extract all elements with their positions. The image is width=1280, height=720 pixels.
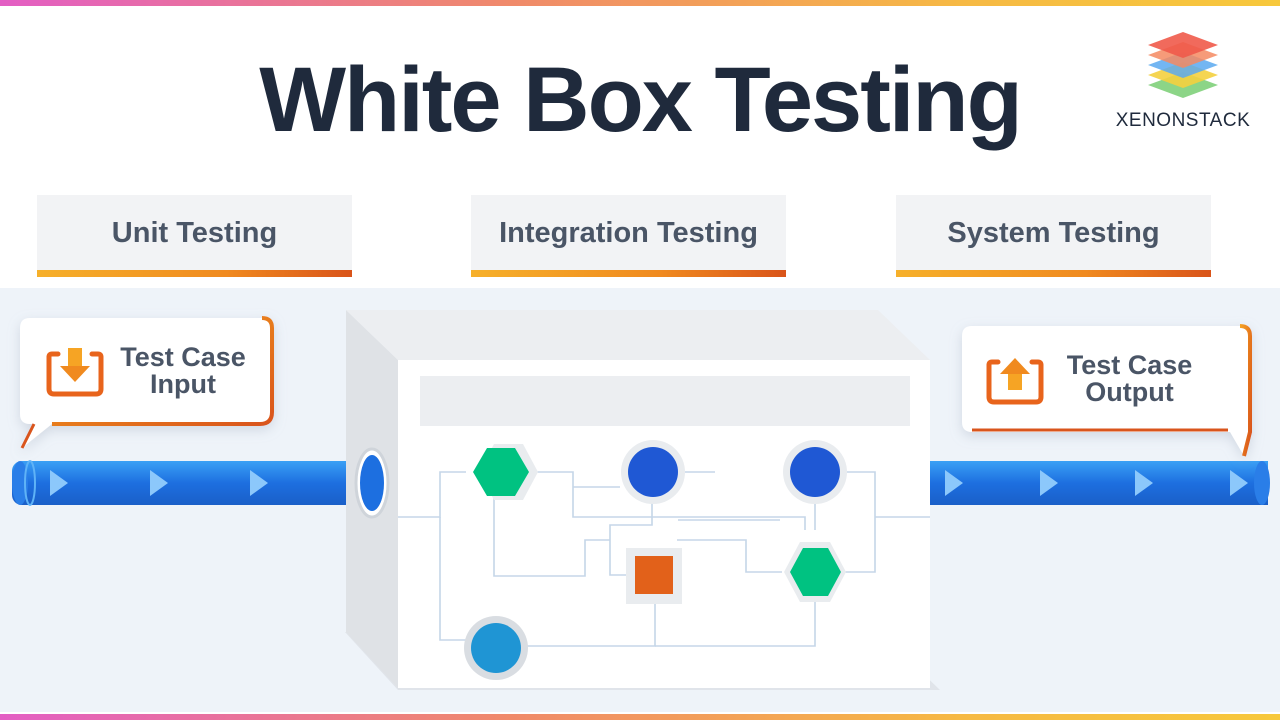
download-icon [46,348,104,397]
upload-icon [986,358,1044,405]
tab-system-testing[interactable]: System Testing [896,195,1211,277]
input-callout [20,316,274,449]
input-callout-line1: Test Case [120,342,246,372]
output-callout [962,324,1252,457]
tab-label: Unit Testing [111,217,278,249]
tab-integration-testing[interactable]: Integration Testing [471,195,786,277]
play-arrow-icon [1040,470,1058,496]
output-callout-line1: Test Case [1066,350,1193,380]
tab-unit-testing[interactable]: Unit Testing [37,195,352,277]
play-arrow-icon [250,470,268,496]
xenonstack-logo-icon [1148,32,1218,98]
play-arrow-icon [945,470,963,496]
play-arrow-icon [1135,470,1153,496]
node-circle-blue-2 [783,440,847,504]
page-title: White Box Testing [259,49,1023,151]
output-pipe [930,461,1270,505]
node-circle-blue-1 [621,440,685,504]
logo-text: XENONSTACK [1115,110,1251,131]
node-square-orange [626,548,682,604]
play-arrow-icon [1230,470,1248,496]
tab-underline [471,270,786,277]
tab-label: System Testing [947,217,1160,249]
play-arrow-icon [50,470,68,496]
node-hexagon-green-2 [784,542,846,602]
node-circle-light-blue [464,616,528,680]
top-gradient-bar [0,0,1280,6]
output-callout-line2: Output [1085,377,1174,407]
tab-underline [896,270,1211,277]
tab-underline [37,270,352,277]
tab-label: Integration Testing [499,217,758,249]
node-hexagon-green-1 [473,444,538,500]
input-callout-line2: Input [150,369,216,399]
white-box [345,310,940,690]
bottom-gradient-bar [0,714,1280,720]
play-arrow-icon [150,470,168,496]
input-pipe [12,460,384,506]
circuit-lines [398,471,930,647]
